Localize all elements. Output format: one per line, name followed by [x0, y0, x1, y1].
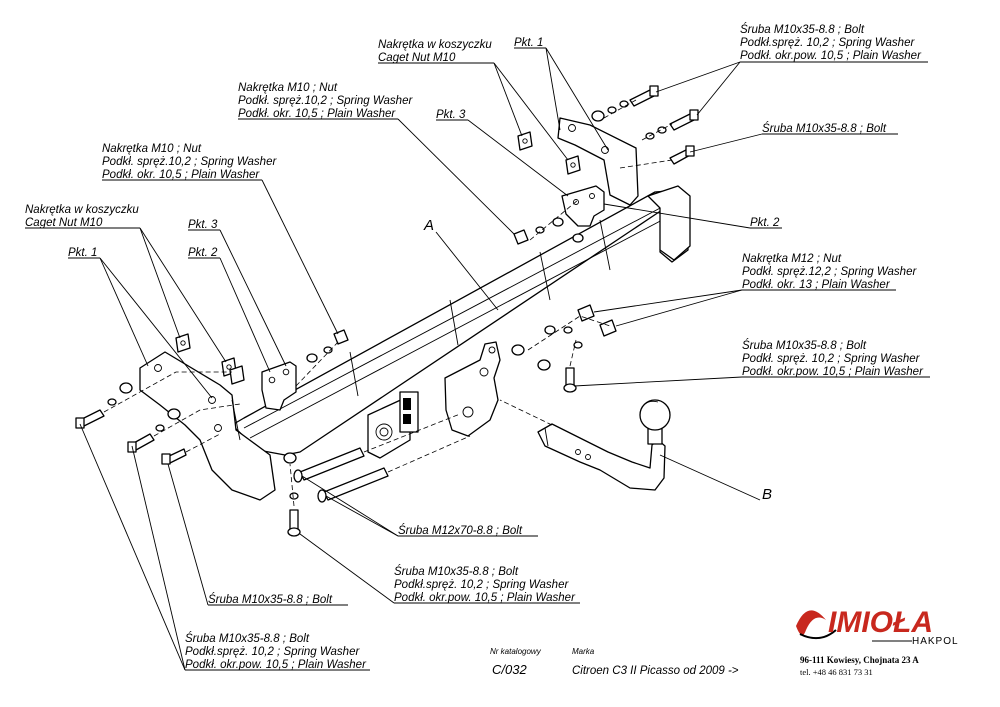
label-bolt-right-lower: Śruba M10x35-8.8 ; Bolt Podkł. spręż. 10…	[742, 339, 924, 378]
svg-text:Śruba M10x35-8.8 ; Bolt: Śruba M10x35-8.8 ; Bolt	[740, 23, 865, 36]
label-bolt-top-right: Śruba M10x35-8.8 ; Bolt Podkł.spręż. 10,…	[740, 23, 922, 62]
bolt-right-vertical	[563, 367, 577, 393]
cage-nut-left-3	[229, 365, 245, 385]
brand-label: Marka	[572, 647, 595, 656]
bolt-center-m12-1	[283, 447, 365, 483]
assembly-axis-lines	[103, 99, 673, 507]
label-pkt3-left: Pkt. 3	[188, 219, 218, 231]
svg-text:Podkł. okr.pow. 10,5 ; Plain W: Podkł. okr.pow. 10,5 ; Plain Washer	[742, 366, 924, 378]
nut-washer-stack-left	[306, 329, 349, 363]
label-cage-nut-right: Nakrętka w koszyczku Caget Nut M10	[378, 39, 492, 64]
svg-text:Podkł. spręż.10,2 ; Spring Was: Podkł. spręż.10,2 ; Spring Washer	[102, 156, 277, 168]
svg-text:Caget Nut M10: Caget Nut M10	[378, 52, 456, 64]
label-bolt-right-single: Śruba M10x35-8.8 ; Bolt	[762, 122, 887, 135]
svg-text:Podkł. okr. 10,5 ; Plain Washe: Podkł. okr. 10,5 ; Plain Washer	[238, 108, 396, 120]
svg-text:Podkł.spręż. 10,2 ; Spring Was: Podkł.spręż. 10,2 ; Spring Washer	[185, 646, 360, 658]
label-pkt1-left: Pkt. 1	[68, 247, 97, 259]
catalog-info: Nr katalogowy C/032 Marka Citroen C3 II …	[490, 647, 739, 677]
label-nut-left: Nakrętka M10 ; Nut Podkł. spręż.10,2 ; S…	[102, 143, 277, 181]
svg-text:Śruba M10x35-8.8 ; Bolt: Śruba M10x35-8.8 ; Bolt	[185, 632, 310, 645]
label-bolt-center-lower: Śruba M10x35-8.8 ; Bolt Podkł.spręż. 10,…	[394, 565, 576, 604]
crossbar-part-a	[231, 185, 691, 456]
logo-swoosh-icon	[796, 610, 826, 636]
label-nut-center: Nakrętka M10 ; Nut Podkł. spręż.10,2 ; S…	[238, 82, 413, 120]
label-cage-nut-left: Nakrętka w koszyczku Caget Nut M10	[25, 204, 139, 229]
company-address: 96-111 Kowiesy, Chojnata 23 A	[800, 655, 919, 665]
catalog-number: C/032	[492, 662, 527, 677]
svg-text:Nakrętka w koszyczku: Nakrętka w koszyczku	[25, 204, 139, 216]
svg-text:Nakrętka w koszyczku: Nakrętka w koszyczku	[378, 39, 492, 51]
svg-text:Śruba M10x35-8.8 ; Bolt: Śruba M10x35-8.8 ; Bolt	[394, 565, 519, 578]
cage-nut-left-1	[175, 333, 191, 353]
svg-text:Podkł. okr.pow. 10,5 ; Plain W: Podkł. okr.pow. 10,5 ; Plain Washer	[740, 50, 922, 62]
label-nut-m12: Nakrętka M12 ; Nut Podkł. spręż.12,2 ; S…	[742, 253, 917, 291]
label-bolt-left-lower: Śruba M10x35-8.8 ; Bolt Podkł.spręż. 10,…	[185, 632, 367, 671]
svg-text:Podkł. spręż.10,2 ; Spring Was: Podkł. spręż.10,2 ; Spring Washer	[238, 95, 413, 107]
leader-lines	[25, 47, 930, 671]
label-pkt2-left: Pkt. 2	[188, 247, 218, 259]
label-bolt-left-single: Śruba M10x35-8.8 ; Bolt	[208, 593, 333, 606]
right-side-bracket	[557, 117, 639, 206]
nut-washer-stack-right	[513, 217, 584, 245]
svg-text:Śruba M10x35-8.8 ; Bolt: Śruba M10x35-8.8 ; Bolt	[742, 339, 867, 352]
svg-text:Nakrętka M10 ; Nut: Nakrętka M10 ; Nut	[238, 82, 338, 94]
socket-plate	[367, 391, 419, 459]
bolt-center-vertical	[287, 492, 301, 537]
label-part-a: A	[423, 217, 434, 234]
logo-subbrand: HAKPOL	[912, 636, 959, 647]
bolt-left-1	[75, 382, 133, 429]
vehicle-model: Citroen C3 II Picasso od 2009 ->	[572, 665, 739, 677]
label-pkt1-right: Pkt. 1	[514, 37, 543, 49]
svg-text:Podkł. okr.pow. 10,5 ; Plain W: Podkł. okr.pow. 10,5 ; Plain Washer	[185, 659, 367, 671]
bolt-left-3	[161, 448, 187, 465]
center-mount-bracket	[444, 341, 501, 437]
tow-ball-arm-part-b	[537, 399, 671, 491]
svg-text:Podkł. spręż. 10,2 ; Spring Wa: Podkł. spręż. 10,2 ; Spring Washer	[742, 353, 921, 365]
svg-text:Podkł. okr. 13 ; Plain Washer: Podkł. okr. 13 ; Plain Washer	[742, 279, 891, 291]
bolt-top-right-2	[645, 109, 699, 140]
label-part-b: B	[762, 486, 772, 503]
bolt-top-right-1	[591, 85, 659, 122]
nut-m12-stack	[511, 304, 617, 371]
svg-text:Podkł. okr.pow. 10,5 ; Plain W: Podkł. okr.pow. 10,5 ; Plain Washer	[394, 592, 576, 604]
svg-text:Podkł. spręż.12,2 ; Spring Was: Podkł. spręż.12,2 ; Spring Washer	[742, 266, 917, 278]
bolt-left-2	[127, 408, 181, 453]
svg-text:Nakrętka M12 ; Nut: Nakrętka M12 ; Nut	[742, 253, 842, 265]
svg-text:Nakrętka M10 ; Nut: Nakrętka M10 ; Nut	[102, 143, 202, 155]
label-bolt-m12: Śruba M12x70-8.8 ; Bolt	[398, 524, 523, 537]
label-pkt3-center: Pkt. 3	[436, 109, 466, 121]
company-logo: IMIOŁA HAKPOL	[796, 606, 959, 647]
svg-text:Podkł.spręż. 10,2 ; Spring Was: Podkł.spręż. 10,2 ; Spring Washer	[394, 579, 569, 591]
left-small-plate	[261, 361, 297, 411]
logo-text: IMIOŁA	[828, 606, 933, 639]
right-small-plate	[561, 185, 605, 227]
svg-text:Podkł.spręż. 10,2 ; Spring Was: Podkł.spręż. 10,2 ; Spring Washer	[740, 37, 915, 49]
catalog-number-label: Nr katalogowy	[490, 647, 542, 656]
cage-nut-right-2	[565, 155, 581, 175]
svg-text:Caget Nut M10: Caget Nut M10	[25, 217, 103, 229]
bolt-top-right-3	[669, 145, 695, 165]
svg-text:Podkł. okr. 10,5 ; Plain Washe: Podkł. okr. 10,5 ; Plain Washer	[102, 169, 260, 181]
label-pkt2-right: Pkt. 2	[750, 217, 780, 229]
cage-nut-right-1	[517, 131, 533, 151]
company-phone: tel. +48 46 831 73 31	[800, 667, 873, 677]
